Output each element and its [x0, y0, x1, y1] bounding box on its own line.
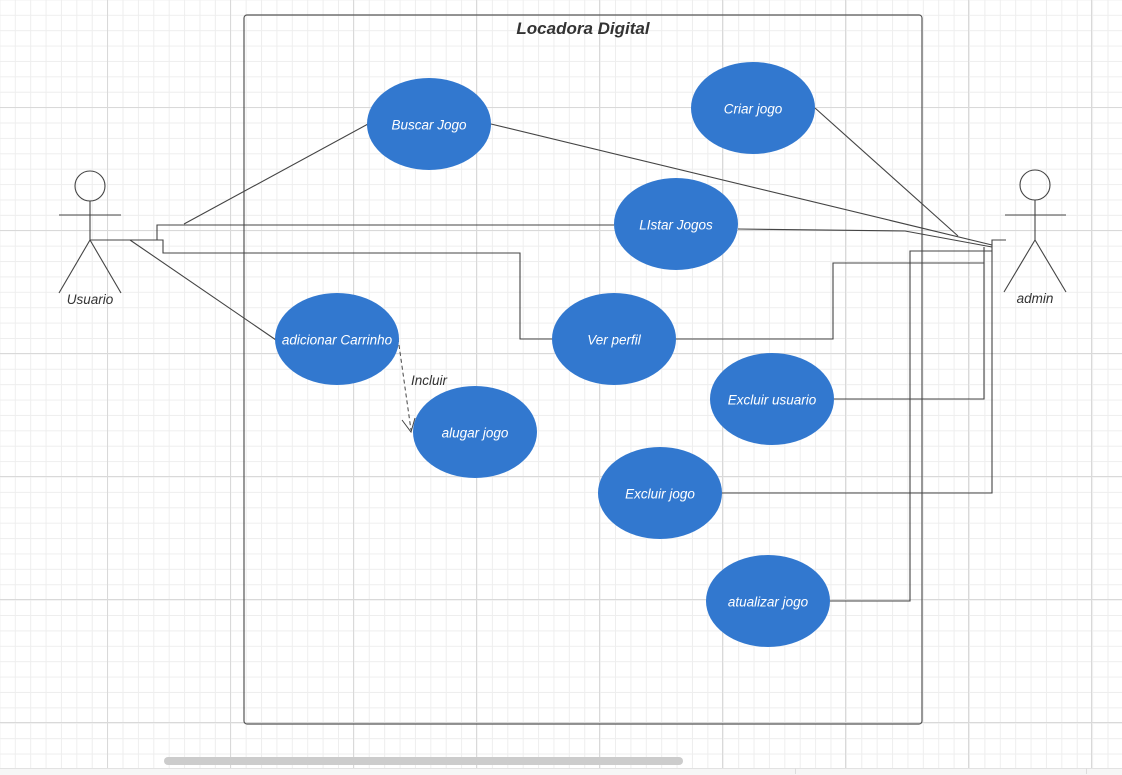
usecase-alugar-jogo[interactable] — [413, 386, 537, 478]
usecase-excluir-jogo-label: Excluir jogo — [625, 487, 695, 502]
actor-usuario-icon[interactable] — [58, 170, 122, 294]
assoc-buscar-jogo-admin[interactable] — [490, 123, 993, 246]
usecase-excluir-jogo[interactable] — [598, 447, 722, 539]
usecase-buscar-jogo-label: Buscar Jogo — [391, 118, 467, 133]
assoc-usuario-adicionar-carrinho[interactable] — [129, 239, 277, 341]
usecase-atualizar-jogo-label: atualizar jogo — [728, 595, 809, 610]
usecase-adicionar-carrinho-label: adicionar Carrinho — [282, 333, 393, 348]
usecase-excluir-usuario[interactable] — [710, 353, 834, 445]
assoc-excluir-usuario-admin[interactable] — [834, 247, 985, 400]
usecase-buscar-jogo[interactable] — [367, 78, 491, 170]
usecase-listar-jogos[interactable] — [614, 178, 738, 270]
include-arrowhead-icon — [401, 417, 416, 434]
actor-admin-icon[interactable] — [1003, 169, 1067, 293]
usecase-criar-jogo-label: Criar jogo — [724, 102, 783, 117]
usecase-ver-perfil-label: Ver perfil — [587, 333, 642, 348]
strip-divider — [1086, 768, 1087, 774]
actor-admin-label: admin — [1017, 291, 1054, 306]
actor-usuario-label: Usuario — [67, 292, 114, 307]
system-boundary[interactable] — [243, 14, 923, 725]
include-dashed-line[interactable] — [397, 337, 412, 431]
assoc-listar-jogos-admin[interactable] — [737, 228, 993, 248]
diagram-title: Locadora Digital — [516, 19, 650, 38]
usecase-adicionar-carrinho[interactable] — [275, 293, 399, 385]
assoc-usuario-listar-jogos[interactable] — [90, 224, 614, 241]
assoc-usuario-buscar-jogo[interactable] — [183, 123, 369, 225]
usecase-ver-perfil[interactable] — [552, 293, 676, 385]
assoc-criar-jogo-admin[interactable] — [814, 107, 959, 237]
bottom-strip — [0, 768, 1122, 775]
assoc-excluir-jogo-admin[interactable] — [722, 239, 1006, 494]
horizontal-scrollbar-thumb[interactable] — [164, 757, 683, 765]
usecase-atualizar-jogo[interactable] — [706, 555, 830, 647]
usecase-listar-jogos-label: LIstar Jogos — [639, 218, 713, 233]
include-label: Incluir — [411, 373, 448, 388]
assoc-ver-perfil-admin[interactable] — [676, 262, 984, 340]
usecase-alugar-jogo-label: alugar jogo — [442, 426, 509, 441]
usecase-criar-jogo[interactable] — [691, 62, 815, 154]
strip-divider — [795, 768, 796, 774]
assoc-usuario-ver-perfil[interactable] — [90, 239, 553, 340]
usecase-excluir-usuario-label: Excluir usuario — [728, 393, 817, 408]
assoc-atualizar-jogo-admin[interactable] — [830, 250, 992, 602]
